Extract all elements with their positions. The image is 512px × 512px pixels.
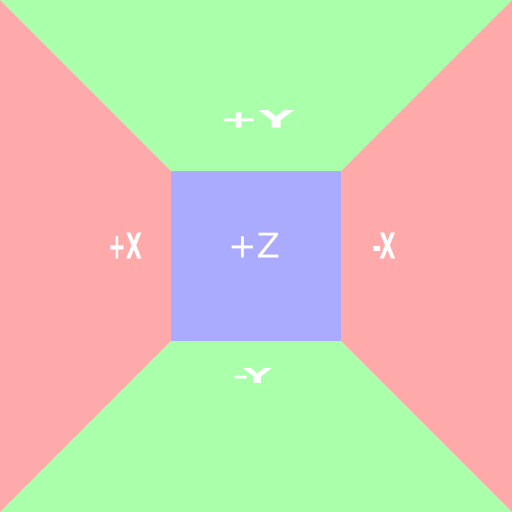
face-right-neg-x: [341, 0, 512, 512]
face-bottom-neg-y: [0, 341, 512, 512]
face-left-pos-x: [0, 0, 171, 512]
label-neg-y: -Y: [233, 364, 272, 388]
face-center-pos-z: [171, 171, 341, 341]
label-pos-y: +Y: [219, 106, 295, 134]
label-pos-x: +X: [108, 225, 142, 267]
label-neg-x: -X: [372, 225, 395, 267]
face-top-pos-y: [0, 0, 512, 171]
label-pos-z: +Z: [228, 227, 280, 267]
